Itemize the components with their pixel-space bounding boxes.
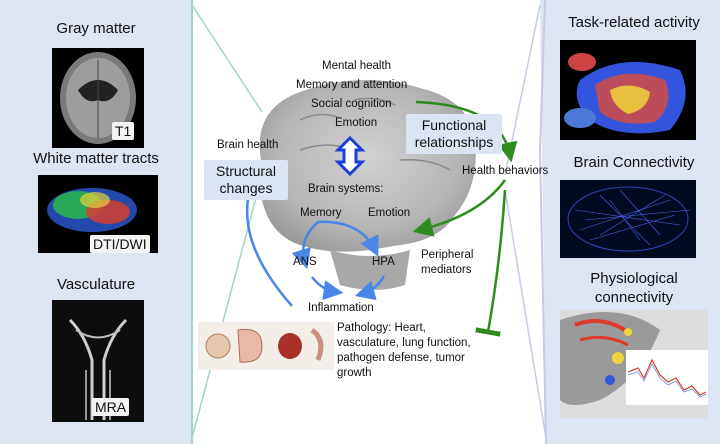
gray-matter-title: Gray matter — [56, 20, 136, 37]
label-inflammation: Inflammation — [308, 302, 374, 314]
green-arrow-pathology — [475, 189, 507, 337]
label-peripheral-line1: Peripheral — [421, 249, 474, 261]
physio-title-line1: Physiological — [590, 270, 678, 287]
task-activity-title: Task-related activity — [568, 14, 700, 31]
right-divider — [538, 0, 547, 444]
label-emotion: Emotion — [368, 207, 411, 219]
white-matter-title: White matter tracts — [33, 150, 159, 167]
label-pathology-line2: vasculature, lung function, — [337, 337, 471, 349]
label-pathology-line4: growth — [337, 367, 372, 379]
label-memory: Memory — [300, 207, 342, 219]
blue-arrow-ans-inflammation — [311, 276, 344, 301]
brain-connectivity-title: Brain Connectivity — [573, 154, 695, 171]
physio-title-line2: connectivity — [594, 289, 674, 306]
label-pathology-line1: Pathology: Heart, — [337, 322, 426, 334]
label-hpa: HPA — [372, 256, 395, 268]
label-mental-health: Mental health — [322, 60, 392, 72]
functional-relationships-box — [406, 114, 502, 154]
structural-changes-box — [204, 160, 288, 200]
functional-relationships-line1: Functional — [421, 117, 487, 133]
label-pathology-line3: pathogen defense, tumor — [337, 352, 465, 364]
structural-changes-line2: changes — [219, 180, 273, 196]
double-arrow — [334, 135, 366, 177]
vasculature-title: Vasculature — [56, 276, 136, 293]
blue-arrow-memory-ans — [291, 221, 319, 270]
right-funnel-top — [504, 4, 541, 176]
dti-tag: DTI/DWI — [90, 235, 150, 253]
label-ans: ANS — [293, 256, 317, 268]
label-emotion-top: Emotion — [335, 117, 378, 129]
left-funnel-bottom — [191, 174, 263, 439]
connectivity-image — [560, 180, 696, 258]
label-health-behaviors: Health behaviors — [462, 165, 549, 177]
label-memory-attention: Memory and attention — [296, 79, 408, 91]
blue-arrow-hpa-inflammation — [354, 275, 386, 301]
structural-changes-line1: Structural — [216, 163, 276, 179]
functional-relationships-line2: relationships — [414, 134, 494, 150]
label-social-cognition: Social cognition — [311, 98, 392, 110]
green-arrow-brain-systems — [412, 179, 507, 237]
label-brain-systems: Brain systems: — [308, 183, 384, 195]
label-peripheral-line2: mediators — [421, 264, 472, 276]
t1-tag: T1 — [112, 122, 135, 140]
left-funnel-top — [191, 4, 263, 113]
mra-tag: MRA — [92, 398, 130, 416]
right-funnel-bottom — [504, 189, 547, 439]
blue-arrow-memory-hpa — [317, 220, 379, 257]
label-brain-health: Brain health — [217, 139, 279, 151]
